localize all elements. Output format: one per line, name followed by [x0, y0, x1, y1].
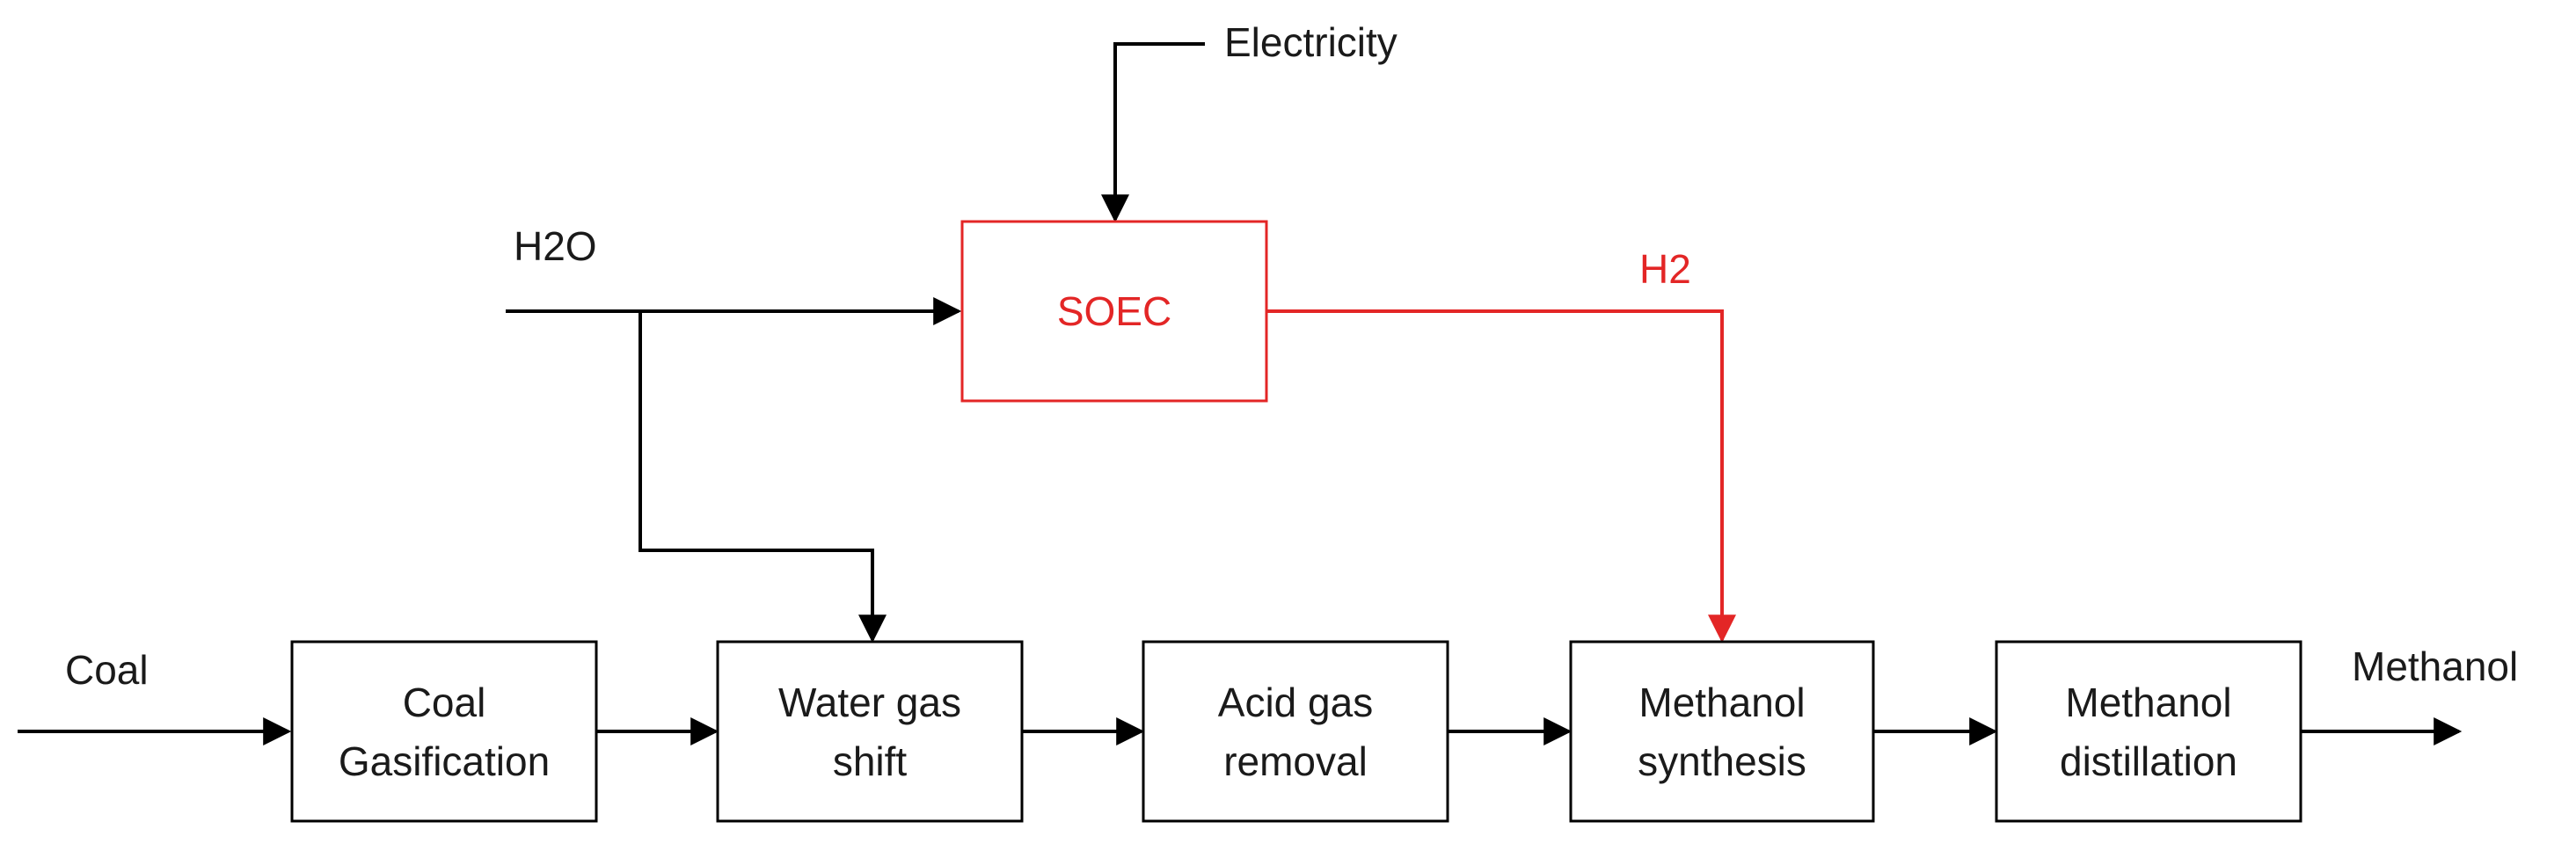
block-soec: SOEC [960, 220, 1268, 403]
block-water-gas-shift-line2: shift [833, 738, 908, 784]
block-acid-gas-removal-line1: Acid gas [1218, 680, 1373, 725]
block-methanol-synthesis-line2: synthesis [1638, 738, 1806, 784]
block-methanol-synthesis-line1: Methanol [1638, 680, 1805, 725]
block-water-gas-shift: Water gas shift [716, 640, 1024, 823]
arrow-h2o-to-shift [639, 311, 887, 644]
block-methanol-distillation-box [1995, 640, 2302, 823]
label-coal: Coal [65, 647, 149, 693]
block-soec-label: SOEC [1057, 288, 1171, 334]
block-acid-gas-removal: Acid gas removal [1142, 640, 1449, 823]
block-methanol-synthesis: Methanol synthesis [1569, 640, 1875, 823]
block-water-gas-shift-box [716, 640, 1024, 823]
label-h2: H2 [1639, 246, 1691, 292]
block-soec-box [960, 220, 1268, 403]
label-electricity: Electricity [1224, 19, 1397, 65]
block-methanol-distillation: Methanol distillation [1995, 640, 2302, 823]
block-water-gas-shift-line1: Water gas [778, 680, 961, 725]
block-acid-gas-removal-line2: removal [1223, 738, 1368, 784]
block-coal-gasification-box [290, 640, 598, 823]
label-methanol: Methanol [2352, 644, 2518, 689]
block-coal-gasification: Coal Gasification [290, 640, 598, 823]
block-coal-gasification-line2: Gasification [339, 738, 550, 784]
block-acid-gas-removal-box [1142, 640, 1449, 823]
block-methanol-synthesis-box [1569, 640, 1875, 823]
block-methanol-distillation-line1: Methanol [2065, 680, 2231, 725]
block-methanol-distillation-line2: distillation [2060, 738, 2237, 784]
block-coal-gasification-line1: Coal [403, 680, 486, 725]
arrow-electricity-to-soec [1101, 42, 1205, 223]
arrow-h2-to-synthesis [1266, 309, 1736, 644]
label-h2o: H2O [514, 223, 597, 269]
